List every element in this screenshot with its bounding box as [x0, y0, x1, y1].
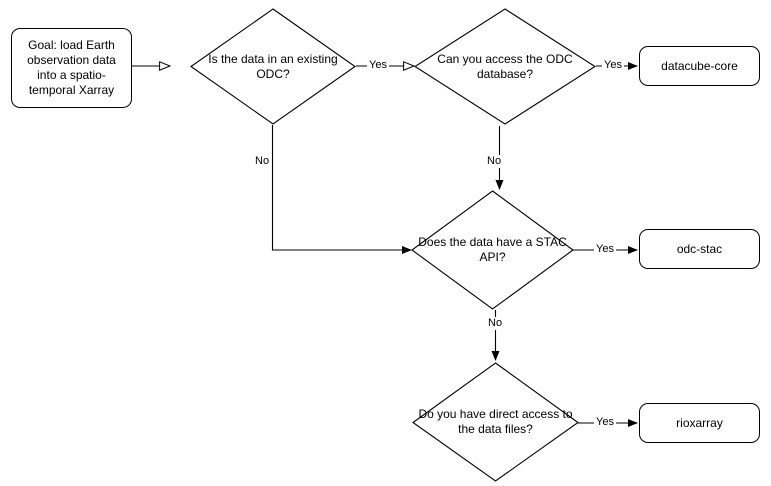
- node-question-stac-api-label: Does the data have a STAC API?: [418, 235, 567, 264]
- node-result-datacube-core[interactable]: datacube-core: [639, 46, 760, 86]
- node-result-datacube-core-label: datacube-core: [661, 58, 738, 73]
- diamond-shape-access-database: [414, 8, 596, 125]
- node-result-rioxarray-label: rioxarray: [676, 415, 723, 430]
- diamond-shape-stac-api: [411, 190, 574, 310]
- node-question-access-database-label: Can you access the ODC database?: [437, 51, 573, 81]
- edge-label-q2-yes: Yes: [602, 59, 624, 72]
- edge-label-q2-no: No: [485, 155, 504, 168]
- edge-label-q1-no: No: [253, 155, 272, 168]
- node-start-goal-label: Goal: load Earth observation data into a…: [27, 38, 116, 97]
- node-question-direct-file-access[interactable]: Do you have direct access to the data fi…: [412, 362, 579, 482]
- edge-label-q1-yes: Yes: [367, 59, 389, 72]
- edge-label-q3-yes: Yes: [594, 243, 616, 256]
- node-start-goal[interactable]: Goal: load Earth observation data into a…: [11, 28, 132, 108]
- node-question-stac-api[interactable]: Does the data have a STAC API?: [411, 190, 574, 310]
- edge-label-q3-no: No: [486, 317, 505, 330]
- node-question-direct-file-access-label: Do you have direct access to the data fi…: [418, 407, 573, 436]
- node-result-odc-stac[interactable]: odc-stac: [639, 229, 760, 269]
- node-result-rioxarray[interactable]: rioxarray: [639, 403, 760, 443]
- diamond-shape-direct-file-access: [412, 362, 579, 482]
- node-question-existing-odc[interactable]: Is the data in an existing ODC?: [190, 8, 356, 125]
- node-result-odc-stac-label: odc-stac: [676, 241, 723, 256]
- node-question-existing-odc-label: Is the data in an existing ODC?: [208, 51, 338, 81]
- diamond-shape-existing-odc: [190, 8, 356, 125]
- node-question-access-database[interactable]: Can you access the ODC database?: [414, 8, 596, 125]
- edge-q1-no-to-q3: [271, 125, 412, 254]
- edge-label-q4-yes: Yes: [594, 416, 616, 429]
